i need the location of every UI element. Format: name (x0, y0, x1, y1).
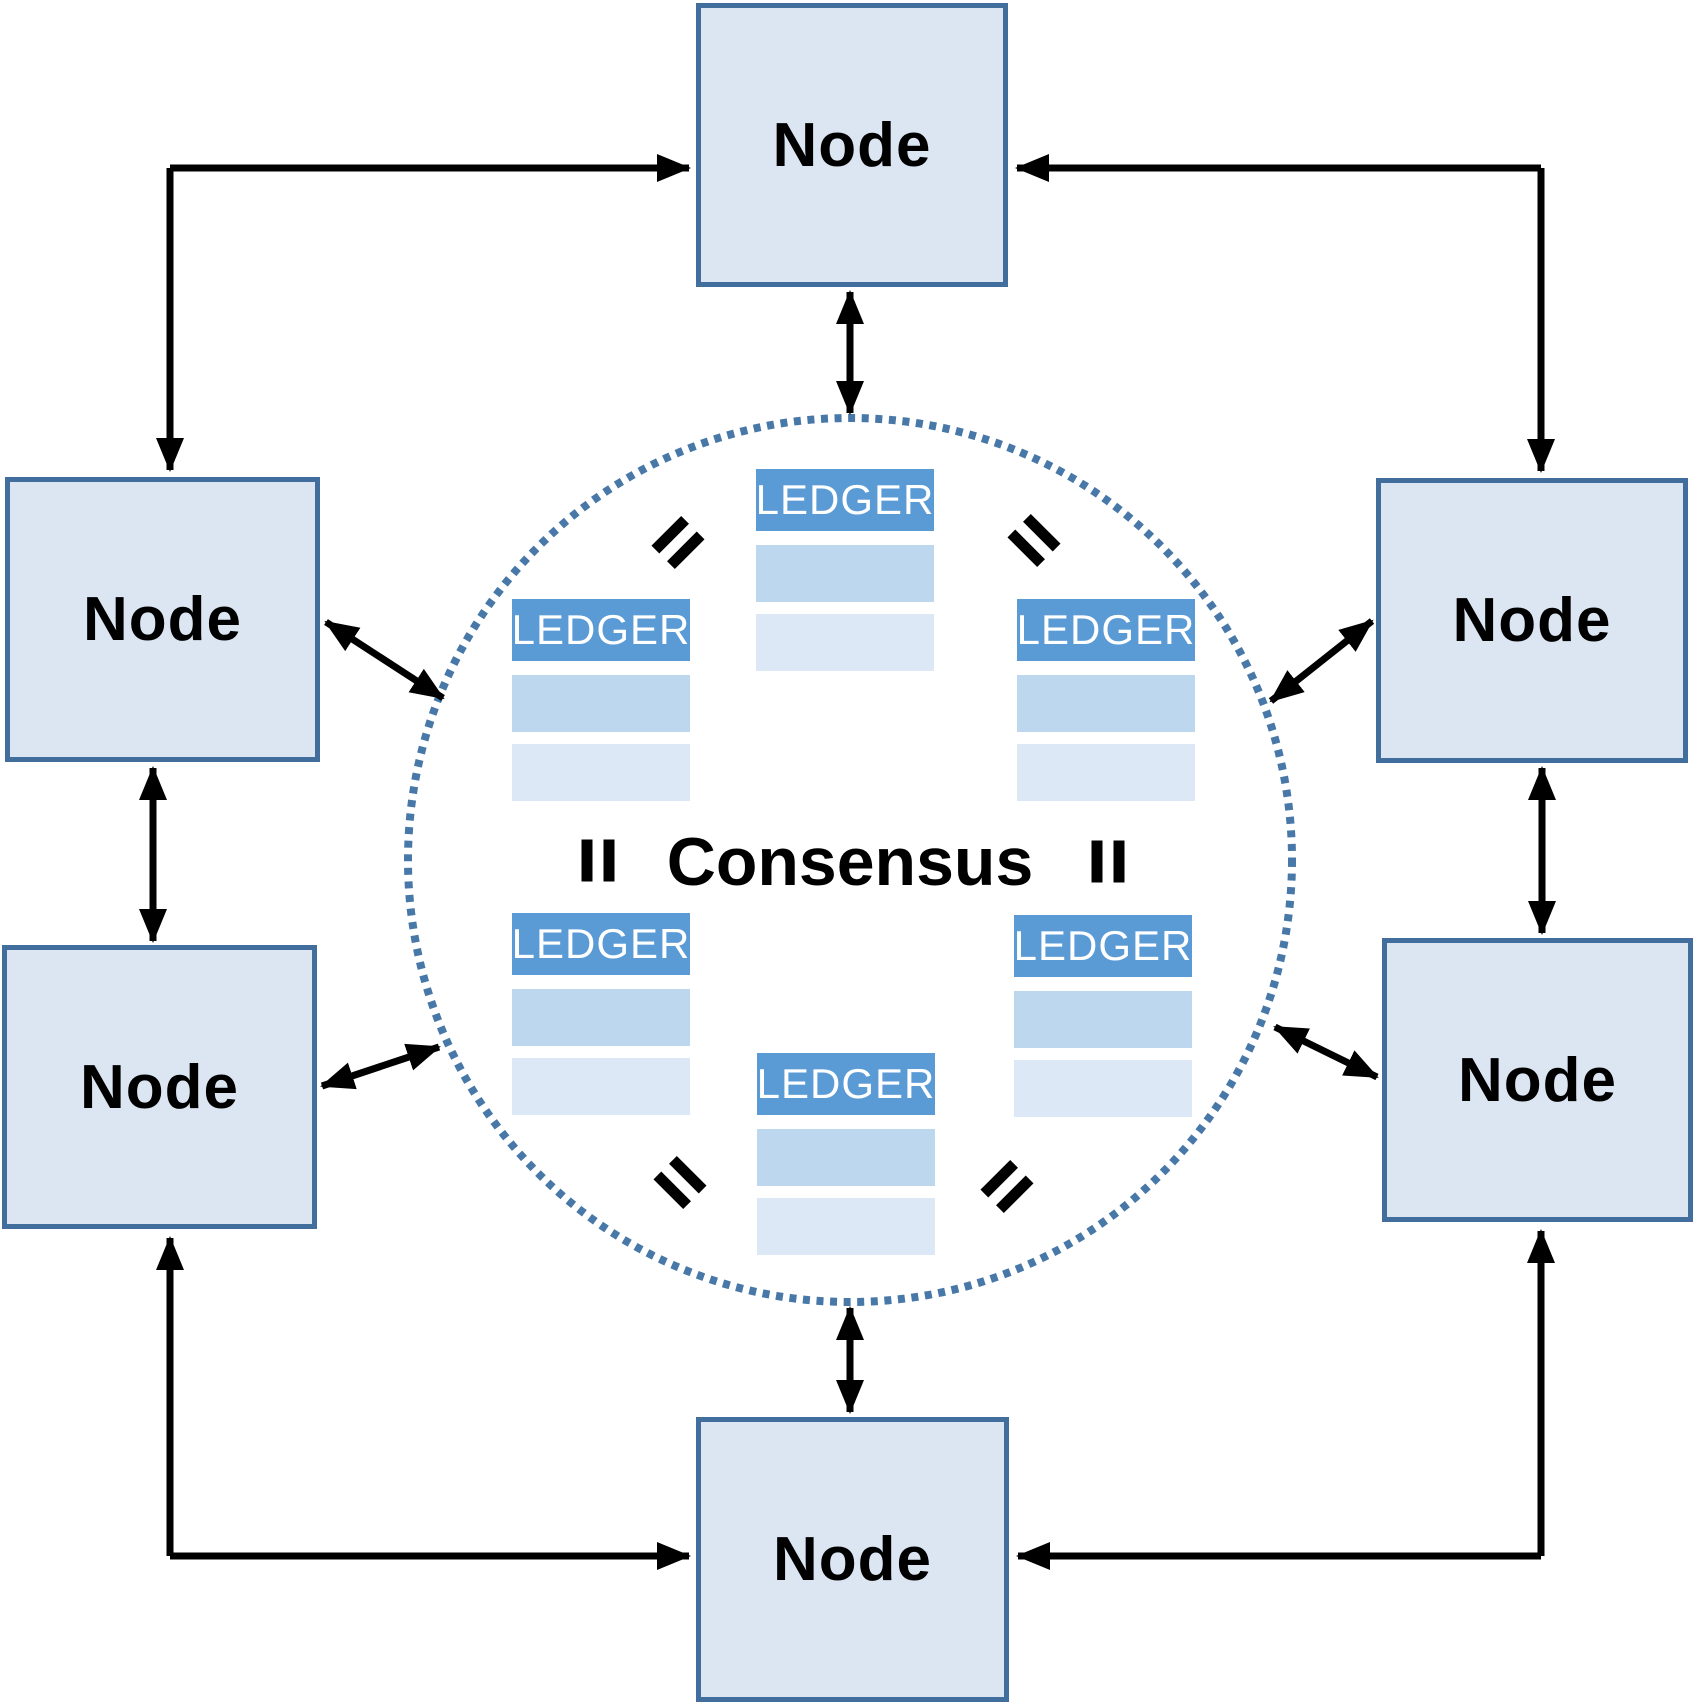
ledger-row (1014, 991, 1192, 1048)
ledger-header: LEDGER (757, 1053, 935, 1115)
node-box-upper-left: Node (5, 477, 320, 762)
ledger-row (512, 1058, 690, 1115)
node-box-lower-right: Node (1382, 938, 1693, 1222)
ledger-row (512, 989, 690, 1046)
ledger-table-lower-left: LEDGER (512, 913, 690, 1115)
ledger-row (1014, 1060, 1192, 1117)
consensus-boundary-circle (404, 414, 1296, 1306)
ledger-header: LEDGER (1017, 599, 1195, 661)
node-box-lower-left: Node (2, 945, 317, 1229)
ledger-table-top: LEDGER (756, 469, 934, 671)
node-box-bottom: Node (696, 1417, 1009, 1702)
ledger-row (757, 1129, 935, 1186)
arrow-lower-right-node-circle (1273, 1023, 1379, 1081)
ledger-header: LEDGER (512, 599, 690, 661)
node-label: Node (1452, 586, 1612, 655)
ledger-row (512, 744, 690, 801)
node-box-upper-right: Node (1376, 478, 1688, 763)
arrow-lower-left-node-circle (320, 1043, 441, 1090)
ledger-table-bottom: LEDGER (757, 1053, 935, 1255)
ledger-header: LEDGER (512, 913, 690, 975)
arrow-upper-left-node-circle (324, 619, 445, 701)
ledger-row (756, 545, 934, 602)
ledger-header: LEDGER (1014, 915, 1192, 977)
node-label: Node (773, 1525, 932, 1594)
ledger-row (756, 614, 934, 671)
ledger-row (512, 675, 690, 732)
node-label: Node (80, 1052, 239, 1122)
node-label: Node (83, 585, 242, 654)
arrow-upper-right-node-circle (1268, 618, 1375, 704)
node-box-top: Node (696, 3, 1008, 287)
ledger-table-upper-right: LEDGER (1017, 599, 1195, 801)
consensus-label: Consensus (666, 824, 1034, 900)
ledger-header: LEDGER (756, 469, 934, 531)
ledger-table-upper-left: LEDGER (512, 599, 690, 801)
node-label: Node (1458, 1045, 1617, 1115)
ledger-table-lower-right: LEDGER (1014, 915, 1192, 1117)
ledger-row (757, 1198, 935, 1255)
node-label: Node (772, 110, 932, 180)
ledger-row (1017, 675, 1195, 732)
ledger-row (1017, 744, 1195, 801)
